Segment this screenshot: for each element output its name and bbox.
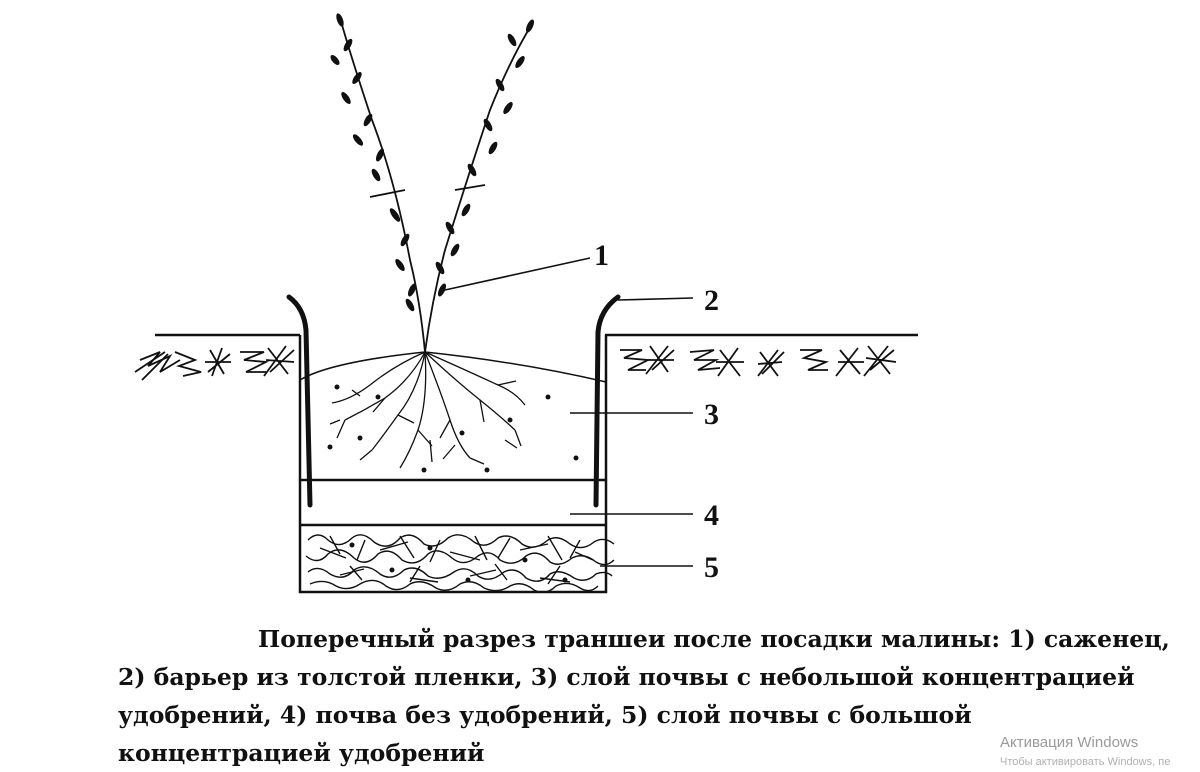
seedling-leaves [330, 13, 535, 312]
label-2-barrier: 2 [704, 284, 719, 317]
label-3-low-fertilizer-soil: 3 [704, 398, 719, 431]
caption-line-3: удобрений, 4) почва без удобрений, 5) сл… [118, 701, 972, 729]
ground-hatching-left [134, 345, 295, 381]
fertilizer-dots-layer-5 [349, 542, 568, 583]
label-1-seedling: 1 [594, 239, 609, 272]
caption-line-4: концентрацией удобрений [118, 739, 485, 767]
label-5-high-fertilizer-soil: 5 [704, 551, 719, 584]
fertilizer-dots [327, 384, 579, 473]
seedling-stems [339, 17, 533, 353]
label-4-unfertilized-soil: 4 [704, 499, 719, 532]
trench-walls [298, 335, 608, 594]
seedling-roots [329, 351, 526, 469]
barrier-film [286, 294, 621, 508]
figure-caption: Поперечный разрез траншеи после посадки … [118, 620, 1178, 772]
windows-activation-watermark-subtitle: Чтобы активировать Windows, пе [1000, 756, 1171, 768]
ground-hatching-right [620, 345, 897, 377]
windows-activation-watermark: Активация Windows [1000, 734, 1139, 751]
caption-line-1: Поперечный разрез траншеи после посадки … [258, 625, 1170, 653]
leader-lines [444, 257, 694, 567]
caption-line-2: 2) барьер из толстой пленки, 3) слой поч… [118, 663, 1135, 691]
fertilized-soil-layer-texture [305, 534, 615, 593]
